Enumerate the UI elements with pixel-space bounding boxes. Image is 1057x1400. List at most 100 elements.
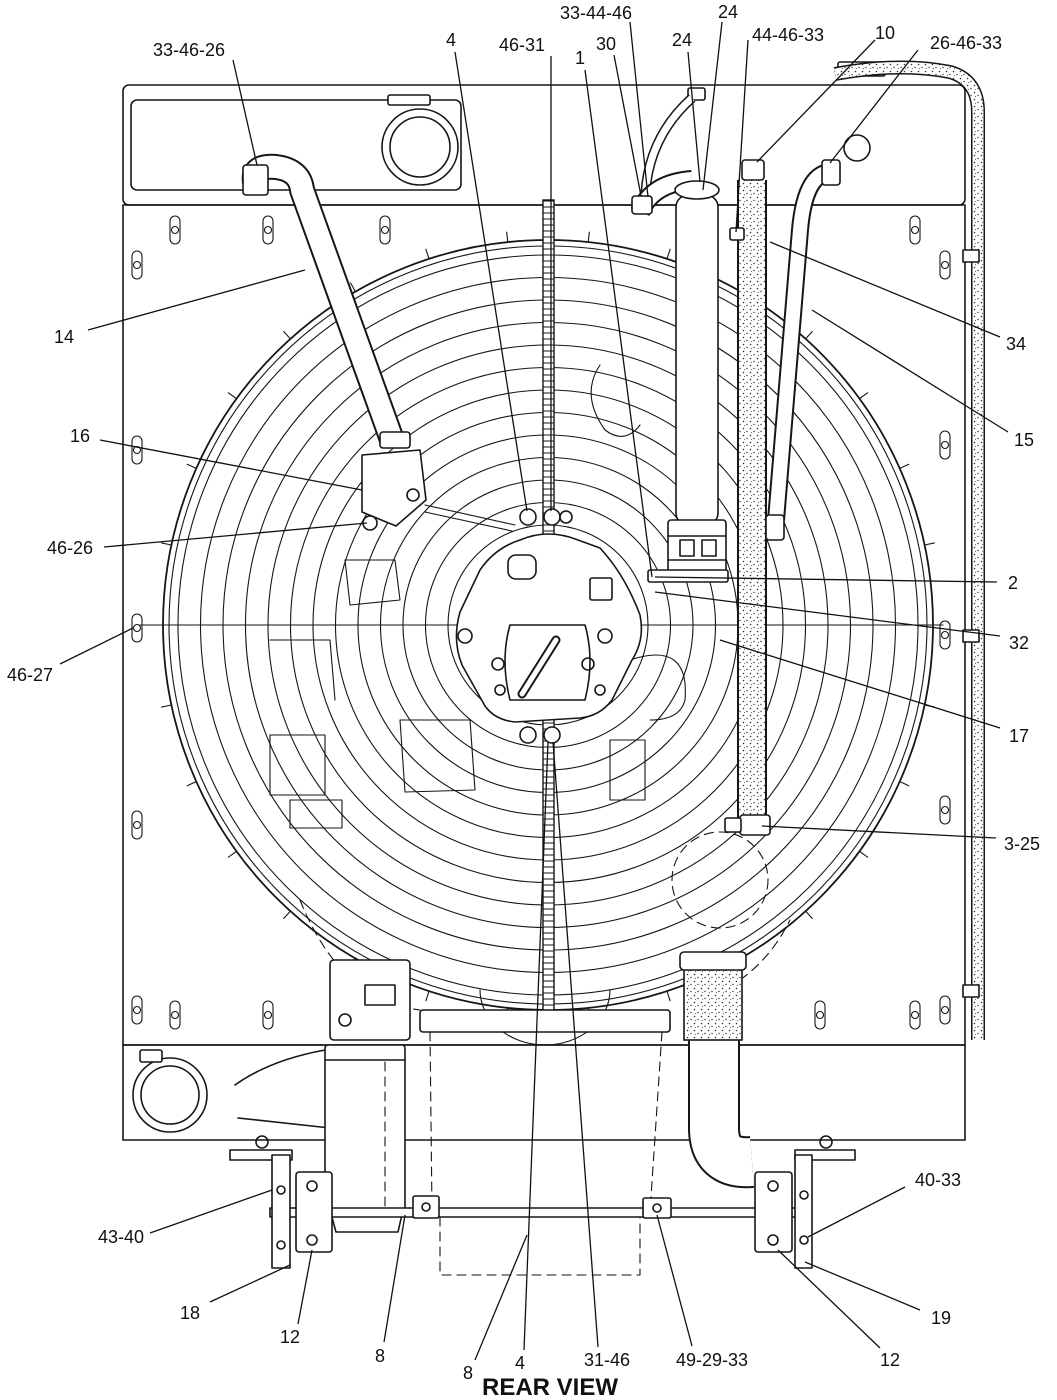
callout-label: 12 xyxy=(280,1327,300,1347)
hub-bolt xyxy=(457,628,473,644)
mounting-bolt xyxy=(132,260,142,270)
callout-label: 26-46-33 xyxy=(930,33,1002,53)
leader-line xyxy=(454,51,528,512)
fan-hub xyxy=(455,508,643,744)
leader-line xyxy=(629,21,649,198)
callout-label: 16 xyxy=(70,426,90,446)
mounting-bolt xyxy=(263,1010,273,1020)
hub-plate xyxy=(455,533,643,723)
callout-label: 14 xyxy=(54,327,74,347)
leader-line xyxy=(807,1186,906,1238)
mounting-bolt xyxy=(910,225,920,235)
bottom-assembly xyxy=(132,959,856,1276)
left-mount-top-plate xyxy=(229,1149,293,1161)
hub-sensor-block xyxy=(589,577,613,601)
callout-label: 4 xyxy=(446,30,456,50)
insulated-hose-cap xyxy=(741,159,765,181)
lower-bracket xyxy=(234,1049,326,1086)
leader-line xyxy=(474,1234,528,1361)
tube-support-block xyxy=(667,519,727,576)
base-rail xyxy=(269,1207,801,1218)
vertical-tube xyxy=(675,194,719,526)
right-mount-bolt xyxy=(819,1135,833,1149)
fan-guard-tick xyxy=(283,330,291,340)
left-isolator xyxy=(295,1171,333,1253)
fan-guard-tick xyxy=(858,392,869,400)
leader-line xyxy=(297,1249,313,1325)
rail-bolt xyxy=(421,1202,431,1212)
tube-block-bolt xyxy=(406,488,420,502)
leader-line xyxy=(383,1214,406,1343)
fan-guard-tick xyxy=(161,704,172,708)
tube-support-tab xyxy=(679,539,695,557)
lower-outlet-assembly xyxy=(679,951,755,1189)
mounting-bolt xyxy=(170,1010,180,1020)
outlet-pipe-body xyxy=(690,1040,754,1187)
fan-guard-tick xyxy=(186,781,197,787)
hose-clip xyxy=(962,984,980,998)
top-outlet-outer xyxy=(381,108,459,186)
overflow-hose-body xyxy=(834,61,984,1040)
leader-line xyxy=(656,1214,693,1347)
fan-guard-tick xyxy=(161,542,172,546)
callout-label: 40-33 xyxy=(915,1170,961,1190)
callout-label: 33-46-26 xyxy=(153,40,225,60)
tube-block xyxy=(361,449,427,527)
fan-guard-tick xyxy=(666,248,671,260)
left-plate-bolt xyxy=(276,1240,286,1250)
rail-clamp xyxy=(642,1197,672,1219)
spoke-clamp-top xyxy=(519,508,537,526)
spoke-clamp-top xyxy=(559,510,573,524)
engine-bracket xyxy=(269,639,336,701)
callout-label: 12 xyxy=(880,1350,900,1370)
hub-bolt xyxy=(581,657,595,671)
mounting-slot xyxy=(939,250,951,280)
callout-labels: 33-46-26 4 46-31 33-44-46 1 30 24 24 44-… xyxy=(7,2,1040,1383)
hub-slot xyxy=(507,554,537,580)
leader-line xyxy=(552,741,599,1348)
guard-strut xyxy=(424,504,516,526)
fan-guard-tick xyxy=(587,231,590,243)
leader-line xyxy=(232,59,258,166)
insulated-hose-clip xyxy=(729,227,745,241)
leader-line xyxy=(702,21,723,191)
oil-pan xyxy=(439,1216,641,1276)
top-outlet-clamp xyxy=(387,94,431,106)
hub-bolt xyxy=(594,684,606,696)
callout-label: 8 xyxy=(375,1346,385,1366)
callout-label: 3-25 xyxy=(1004,834,1040,854)
leader-line xyxy=(811,309,1009,433)
mounting-slot xyxy=(909,215,921,245)
callout-label: 10 xyxy=(875,23,895,43)
hub-fuel-line-inner xyxy=(519,637,559,697)
engine-hose xyxy=(590,364,641,437)
spoke-clamp-bottom xyxy=(519,726,537,744)
mounting-bolt xyxy=(940,805,950,815)
fan-guard-tick xyxy=(899,781,910,787)
callout-label: 30 xyxy=(596,34,616,54)
leader-line xyxy=(687,51,701,183)
fan-guard-tick xyxy=(425,990,430,1002)
fan-guard-tick xyxy=(425,248,430,260)
outlet-hose-clamp xyxy=(679,951,747,971)
mounting-bolt xyxy=(263,225,273,235)
mounting-slot xyxy=(131,435,143,465)
fan-guard-tick xyxy=(924,542,935,546)
right-plate-bolt xyxy=(799,1235,809,1245)
fan-guard-tick xyxy=(283,910,291,920)
bottom-outlet-outer xyxy=(132,1057,208,1133)
spoke-clamp-top xyxy=(543,508,561,526)
leader-lines xyxy=(59,21,1009,1361)
left-mount-bolt xyxy=(255,1135,269,1149)
mounting-bolt xyxy=(940,440,950,450)
fan-guard-tick xyxy=(666,990,671,1002)
mounting-slots xyxy=(131,215,951,1030)
callout-label: 17 xyxy=(1009,726,1029,746)
engine-hose xyxy=(629,654,686,721)
mounting-slot xyxy=(262,215,274,245)
mounting-slot xyxy=(939,430,951,460)
callout-label: 18 xyxy=(180,1303,200,1323)
mounting-bolt xyxy=(132,623,142,633)
mounting-bolt xyxy=(132,1005,142,1015)
mounting-bolt xyxy=(940,1005,950,1015)
